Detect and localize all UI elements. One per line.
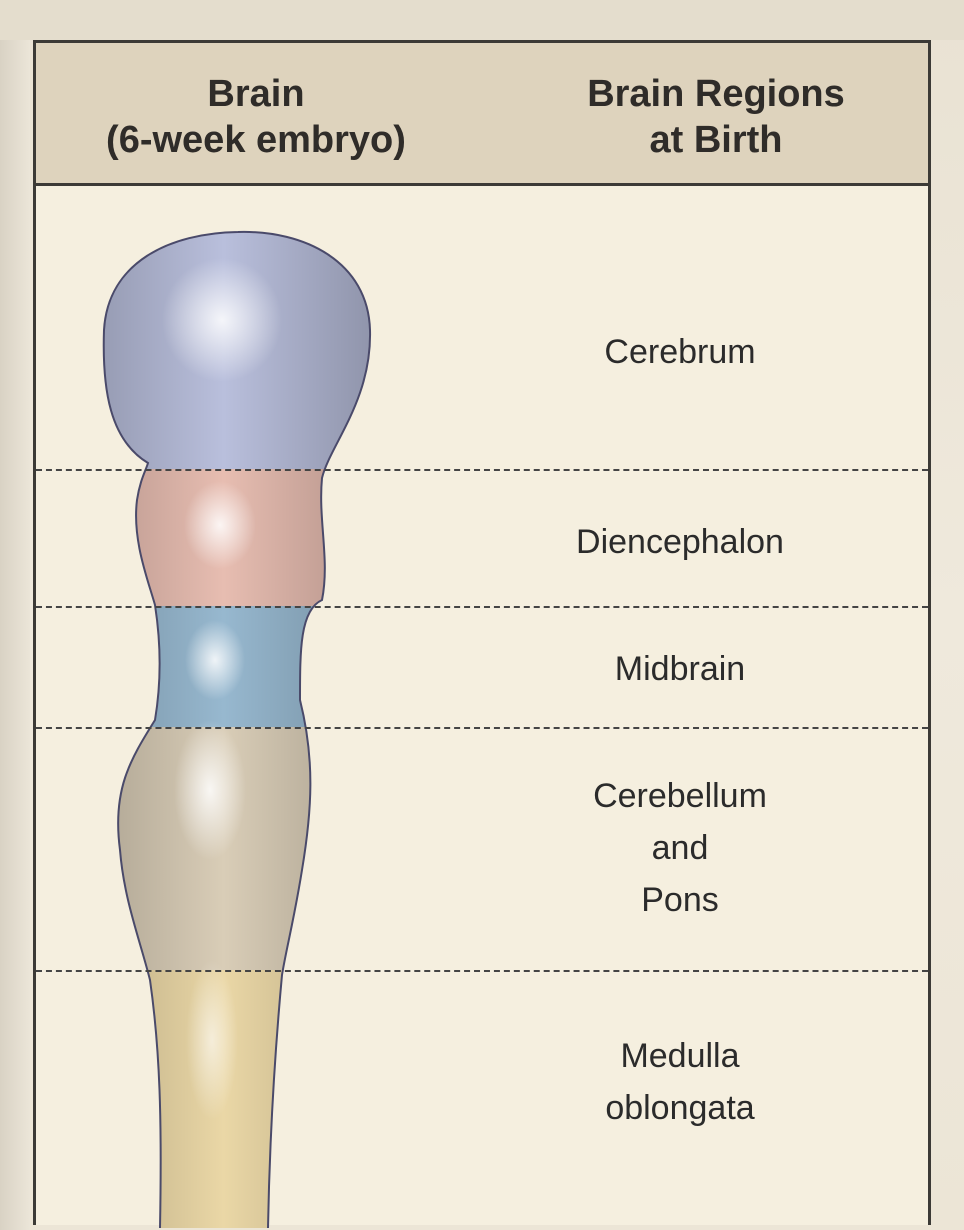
region-divider — [36, 606, 928, 608]
pons-highlight — [174, 720, 246, 860]
region-label-diencephalon: Diencephalon — [500, 516, 860, 568]
region-label-line: Midbrain — [500, 643, 860, 695]
diencephalon-highlight — [184, 481, 256, 569]
region-label-midbrain: Midbrain — [500, 643, 860, 695]
region-label-line: Cerebellum — [500, 770, 860, 822]
region-label-medulla: Medulla oblongata — [500, 1030, 860, 1134]
region-label-line: Diencephalon — [500, 516, 860, 568]
embryo-body — [104, 232, 370, 1228]
region-label-line: Cerebrum — [500, 326, 860, 378]
medulla-highlight — [186, 960, 238, 1120]
cerebrum-highlight — [162, 258, 282, 382]
region-label-line: Pons — [500, 874, 860, 926]
region-label-cerebellum-pons: Cerebellum and Pons — [500, 770, 860, 926]
region-label-line: and — [500, 822, 860, 874]
region-divider — [36, 727, 928, 729]
midbrain-highlight — [185, 620, 245, 700]
region-label-line: oblongata — [500, 1082, 860, 1134]
region-divider — [36, 970, 928, 972]
region-label-line: Medulla — [500, 1030, 860, 1082]
region-label-cerebrum: Cerebrum — [500, 326, 860, 378]
region-divider — [36, 469, 928, 471]
